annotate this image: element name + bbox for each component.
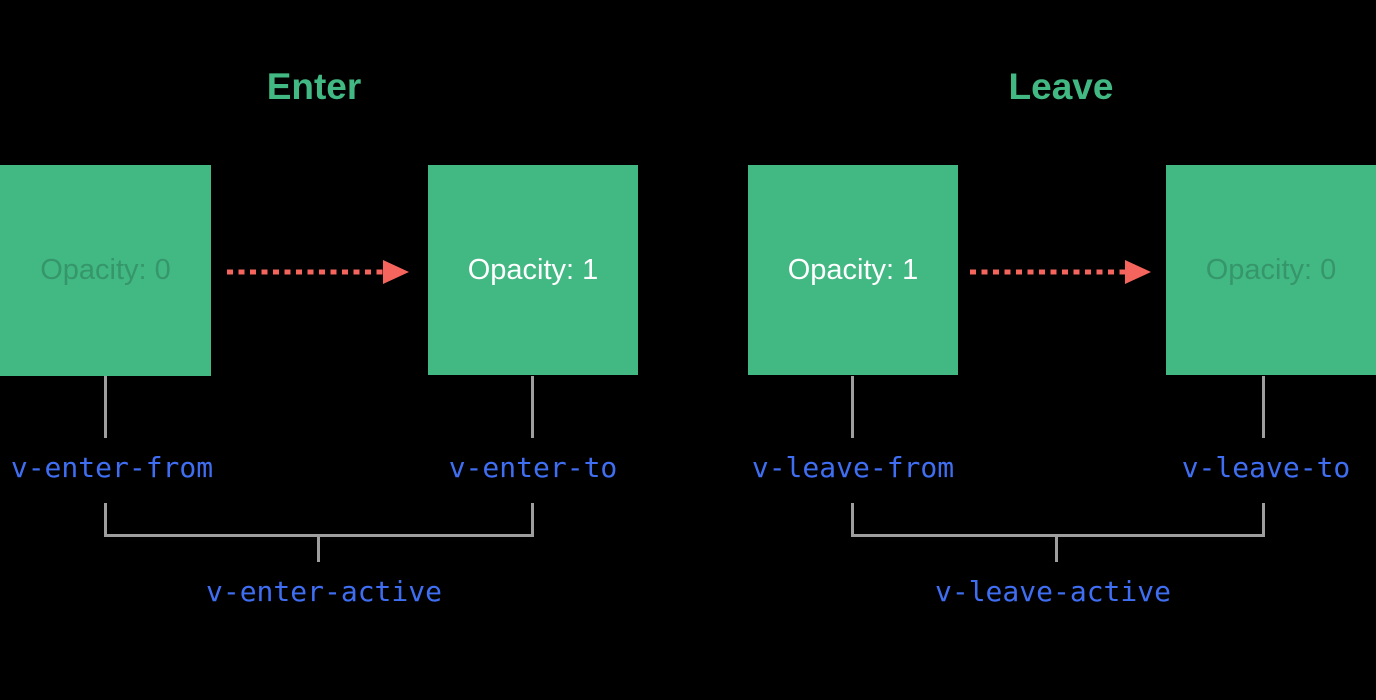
- leave-from-class-label: v-leave-from: [751, 451, 955, 484]
- enter-from-box: Opacity: 0: [0, 165, 211, 376]
- leave-to-box: Opacity: 0: [1166, 165, 1376, 375]
- enter-to-class-label: v-enter-to: [448, 451, 618, 484]
- enter-to-connector-line: [531, 376, 534, 438]
- leave-bracket-right-stub: [1262, 503, 1265, 534]
- leave-bracket-horizontal-line: [851, 534, 1265, 537]
- leave-bracket-center-stub: [1055, 537, 1058, 562]
- leave-from-box-label: Opacity: 1: [787, 253, 919, 286]
- leave-to-class-label: v-leave-to: [1181, 451, 1351, 484]
- enter-to-box: Opacity: 1: [428, 165, 638, 375]
- enter-active-class-label: v-enter-active: [205, 575, 442, 608]
- leave-to-box-label: Opacity: 0: [1205, 253, 1337, 286]
- leave-section-heading: Leave: [1008, 66, 1114, 107]
- leave-transition-arrow-icon: [970, 260, 1151, 284]
- enter-bracket-horizontal-line: [104, 534, 534, 537]
- leave-to-connector-line: [1262, 376, 1265, 438]
- enter-bracket-center-stub: [317, 537, 320, 562]
- enter-from-class-label: v-enter-from: [10, 451, 214, 484]
- leave-from-box: Opacity: 1: [748, 165, 958, 375]
- enter-section-heading: Enter: [266, 66, 362, 107]
- enter-to-box-label: Opacity: 1: [467, 253, 599, 286]
- enter-bracket-right-stub: [531, 503, 534, 534]
- leave-from-connector-line: [851, 376, 854, 438]
- enter-bracket-left-stub: [104, 503, 107, 534]
- leave-bracket-left-stub: [851, 503, 854, 534]
- leave-active-class-label: v-leave-active: [934, 575, 1171, 608]
- enter-from-connector-line: [104, 376, 107, 438]
- enter-from-box-label: Opacity: 0: [40, 254, 171, 286]
- enter-transition-arrow-icon: [227, 260, 409, 284]
